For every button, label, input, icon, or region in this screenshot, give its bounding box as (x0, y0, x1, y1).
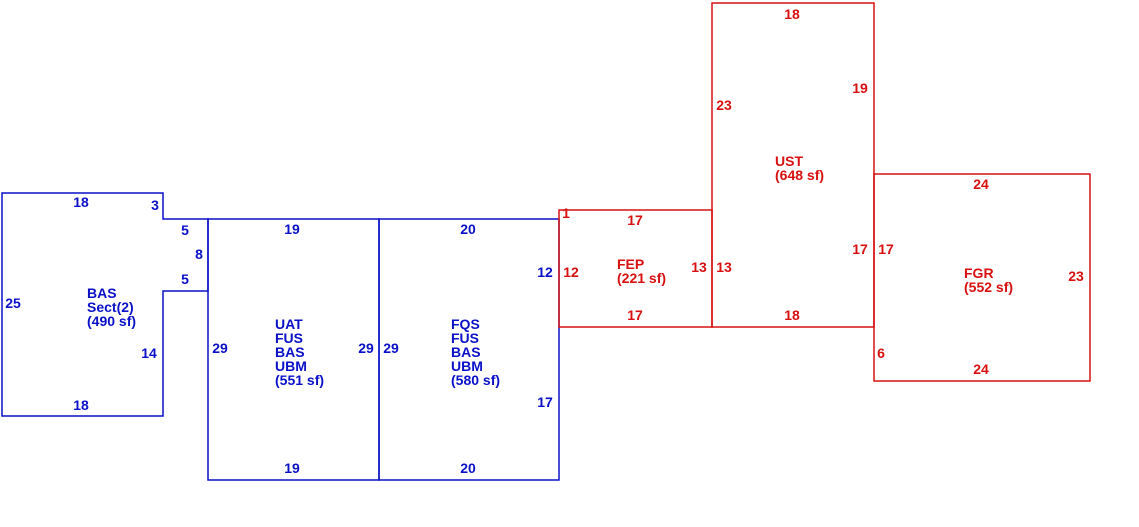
ust-dim-left-lower: 13 (716, 259, 732, 275)
ust-code: UST (775, 153, 803, 169)
uat-code-4: UBM (275, 358, 307, 374)
fep-area-label: FEP (221 sf) (617, 256, 666, 286)
uat-code-1: UAT (275, 316, 303, 332)
fqs-size: (580 sf) (451, 372, 500, 388)
fep-dim-right: 13 (691, 259, 707, 275)
uat-area-label: UAT FUS BAS UBM (551 sf) (275, 316, 324, 388)
ust-area-label: UST (648 sf) (775, 153, 824, 183)
fep-size: (221 sf) (617, 270, 666, 286)
ust-dim-top: 18 (784, 6, 800, 22)
fep-code: FEP (617, 256, 644, 272)
uat-code-2: FUS (275, 330, 303, 346)
fep-dim-bottom: 17 (627, 307, 643, 323)
uat-size: (551 sf) (275, 372, 324, 388)
fgr-outline (873, 173, 1091, 382)
fqs-dim-right-lower: 17 (537, 394, 553, 410)
fqs-dim-right-upper: 12 (537, 264, 553, 280)
bas-dim-bottom: 18 (73, 397, 89, 413)
bas-dim-notch-upper: 5 (181, 222, 189, 238)
fqs-code-3: BAS (451, 344, 481, 360)
uat-dim-left: 29 (212, 340, 228, 356)
fgr-dim-left-lower: 6 (877, 345, 885, 361)
fqs-code-1: FQS (451, 316, 480, 332)
bas-size: (490 sf) (87, 313, 136, 329)
bas-dim-right: 14 (141, 345, 157, 361)
uat-dim-right: 29 (358, 340, 374, 356)
ust-size: (648 sf) (775, 167, 824, 183)
fqs-outline (378, 218, 560, 481)
fqs-area-label: FQS FUS BAS UBM (580 sf) (451, 316, 500, 388)
ust-dim-right-upper: 19 (852, 80, 868, 96)
ust-outline (711, 2, 875, 328)
bas-section: Sect(2) (87, 299, 134, 315)
bas-dim-notch-top: 3 (151, 197, 159, 213)
fqs-dim-left: 29 (383, 340, 399, 356)
fgr-dim-top: 24 (973, 176, 989, 192)
uat-code-3: BAS (275, 344, 305, 360)
bas-dim-top: 18 (73, 194, 89, 210)
fqs-dim-bottom: 20 (460, 460, 476, 476)
fep-dim-left: 12 (563, 264, 579, 280)
fep-dim-corner: 1 (562, 205, 570, 221)
fgr-area-label: FGR (552 sf) (964, 265, 1013, 295)
uat-dim-bottom: 19 (284, 460, 300, 476)
uat-dim-top: 19 (284, 221, 300, 237)
fep-dim-top: 17 (627, 212, 643, 228)
bas-dim-notch-depth: 8 (195, 246, 203, 262)
fqs-dim-top: 20 (460, 221, 476, 237)
bas-dim-left: 25 (5, 295, 21, 311)
bas-code: BAS (87, 285, 117, 301)
ust-dim-left: 23 (716, 97, 732, 113)
fgr-size: (552 sf) (964, 279, 1013, 295)
fgr-dim-right: 23 (1068, 268, 1084, 284)
fgr-code: FGR (964, 265, 994, 281)
fgr-dim-left: 17 (878, 241, 894, 257)
bas-area-label: BAS Sect(2) (490 sf) (87, 285, 138, 329)
ust-dim-bottom: 18 (784, 307, 800, 323)
fqs-code-2: FUS (451, 330, 479, 346)
fqs-code-4: UBM (451, 358, 483, 374)
bas-dim-notch-lower: 5 (181, 271, 189, 287)
fgr-dim-bottom: 24 (973, 361, 989, 377)
ust-dim-right-lower: 17 (852, 241, 868, 257)
